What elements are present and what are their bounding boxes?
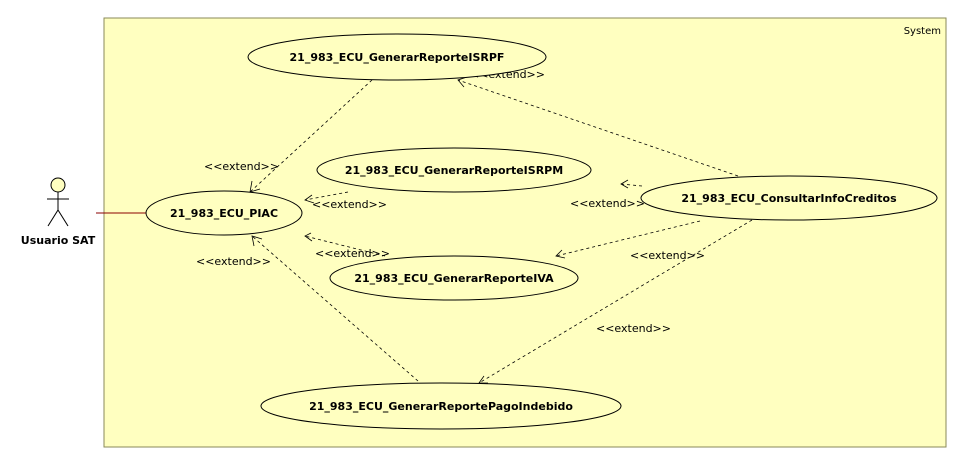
use-case-consultar[interactable]: 21_983_ECU_ConsultarInfoCreditos (640, 175, 938, 221)
use-case-iva[interactable]: 21_983_ECU_GenerarReporteIVA (329, 255, 579, 301)
arrow-head-icon (304, 232, 313, 242)
use-case-pago[interactable]: 21_983_ECU_GenerarReportePagoIndebido (260, 382, 622, 430)
actor-right-leg (57, 209, 69, 227)
use-case-label: 21_983_ECU_GenerarReporteIVA (354, 272, 554, 285)
extend-label: <<extend>> (630, 249, 705, 262)
extend-isrpm-piac[interactable]: <<extend>> (304, 191, 387, 211)
extend-label: <<extend>> (596, 322, 671, 335)
actor-left-leg (47, 209, 59, 227)
arrow-head-icon (304, 194, 315, 204)
use-case-isrpm[interactable]: 21_983_ECU_GenerarReporteISRPM (316, 147, 592, 193)
extend-consultar-isrpm[interactable]: <<extend>> (570, 179, 645, 210)
arrow-head-icon (555, 249, 566, 259)
use-case-label: 21_983_ECU_GenerarReportePagoIndebido (309, 400, 573, 413)
use-case-label: 21_983_ECU_ConsultarInfoCreditos (681, 192, 897, 205)
extend-label: <<extend>> (204, 160, 279, 173)
use-case-piac[interactable]: 21_983_ECU_PIAC (145, 190, 303, 236)
extend-label: <<extend>> (312, 198, 387, 211)
extend-consultar-iva[interactable]: <<extend>> (555, 220, 705, 262)
extend-pago-piac[interactable]: <<extend>> (196, 235, 419, 382)
system-label: System (904, 26, 941, 37)
actor-head (50, 177, 66, 193)
use-case-label: 21_983_ECU_GenerarReporteISRPM (345, 164, 563, 177)
use-case-label: 21_983_ECU_PIAC (170, 207, 278, 220)
extend-label: <<extend>> (570, 197, 645, 210)
extend-label: <<extend>> (315, 247, 390, 260)
actor-usuario-sat[interactable]: Usuario SAT (21, 177, 96, 247)
extend-iva-piac[interactable]: <<extend>> (304, 232, 390, 260)
use-case-isrpf[interactable]: 21_983_ECU_GenerarReporteISRPF (247, 33, 547, 81)
extend-label: <<extend>> (196, 255, 271, 268)
arrow-head-icon (620, 179, 629, 189)
use-case-label: 21_983_ECU_GenerarReporteISRPF (290, 51, 505, 64)
actor-name: Usuario SAT (21, 234, 96, 247)
arrow-head-icon (251, 235, 263, 247)
